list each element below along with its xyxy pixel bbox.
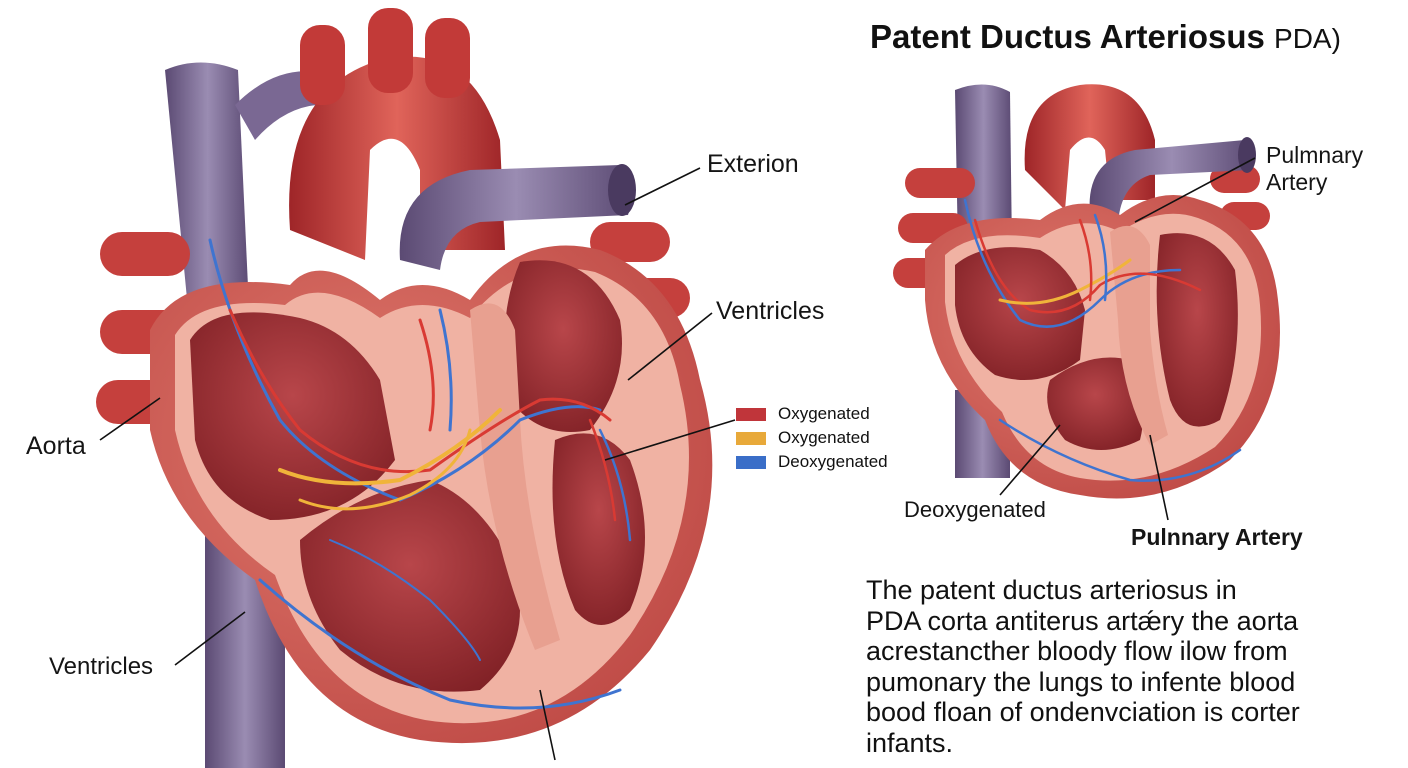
label-pulmonary-artery-bold: Pulnnary Artery [1131,524,1303,551]
title-main: Patent Ductus Arteriosus [870,18,1265,55]
title-suffix: PDA) [1274,23,1341,54]
label-ventricles-right: Ventricles [716,297,824,326]
legend-label: Oxygenated [778,404,870,424]
page-title: Patent Ductus Arteriosus PDA) [870,18,1341,56]
label-pulmonary-artery-top: Pulmnary Artery [1266,142,1363,196]
legend-swatch [736,456,766,469]
legend-item: Oxygenated [736,402,888,426]
small-aortic-arch [1025,84,1155,210]
description-line: bood floan of ondenvciation is corter [866,697,1386,728]
legend-swatch [736,408,766,421]
label-aorta: Aorta [26,432,86,461]
description-line: pumonary the lungs to infente blood [866,667,1386,698]
large-heart [96,8,735,768]
description-line: The patent ductus arteriosus in [866,575,1386,606]
aortic-branches [300,8,470,105]
legend-label: Oxygenated [778,428,870,448]
description-line: PDA corta antiterus artǽry the aorta [866,606,1386,637]
description: The patent ductus arteriosus in PDA cort… [866,575,1386,758]
small-heart [893,84,1280,520]
legend-item: Oxygenated [736,426,888,450]
label-ventricles-left: Ventricles [49,653,153,681]
legend: Oxygenated Oxygenated Deoxygenated [736,402,888,474]
legend-item: Deoxygenated [736,450,888,474]
legend-swatch [736,432,766,445]
description-line: acrestancther bloody flow ilow from [866,636,1386,667]
label-exterion: Exterion [707,150,799,179]
legend-label: Deoxygenated [778,452,888,472]
label-deoxygenated: Deoxygenated [904,497,1046,523]
description-line: infants. [866,728,1386,759]
